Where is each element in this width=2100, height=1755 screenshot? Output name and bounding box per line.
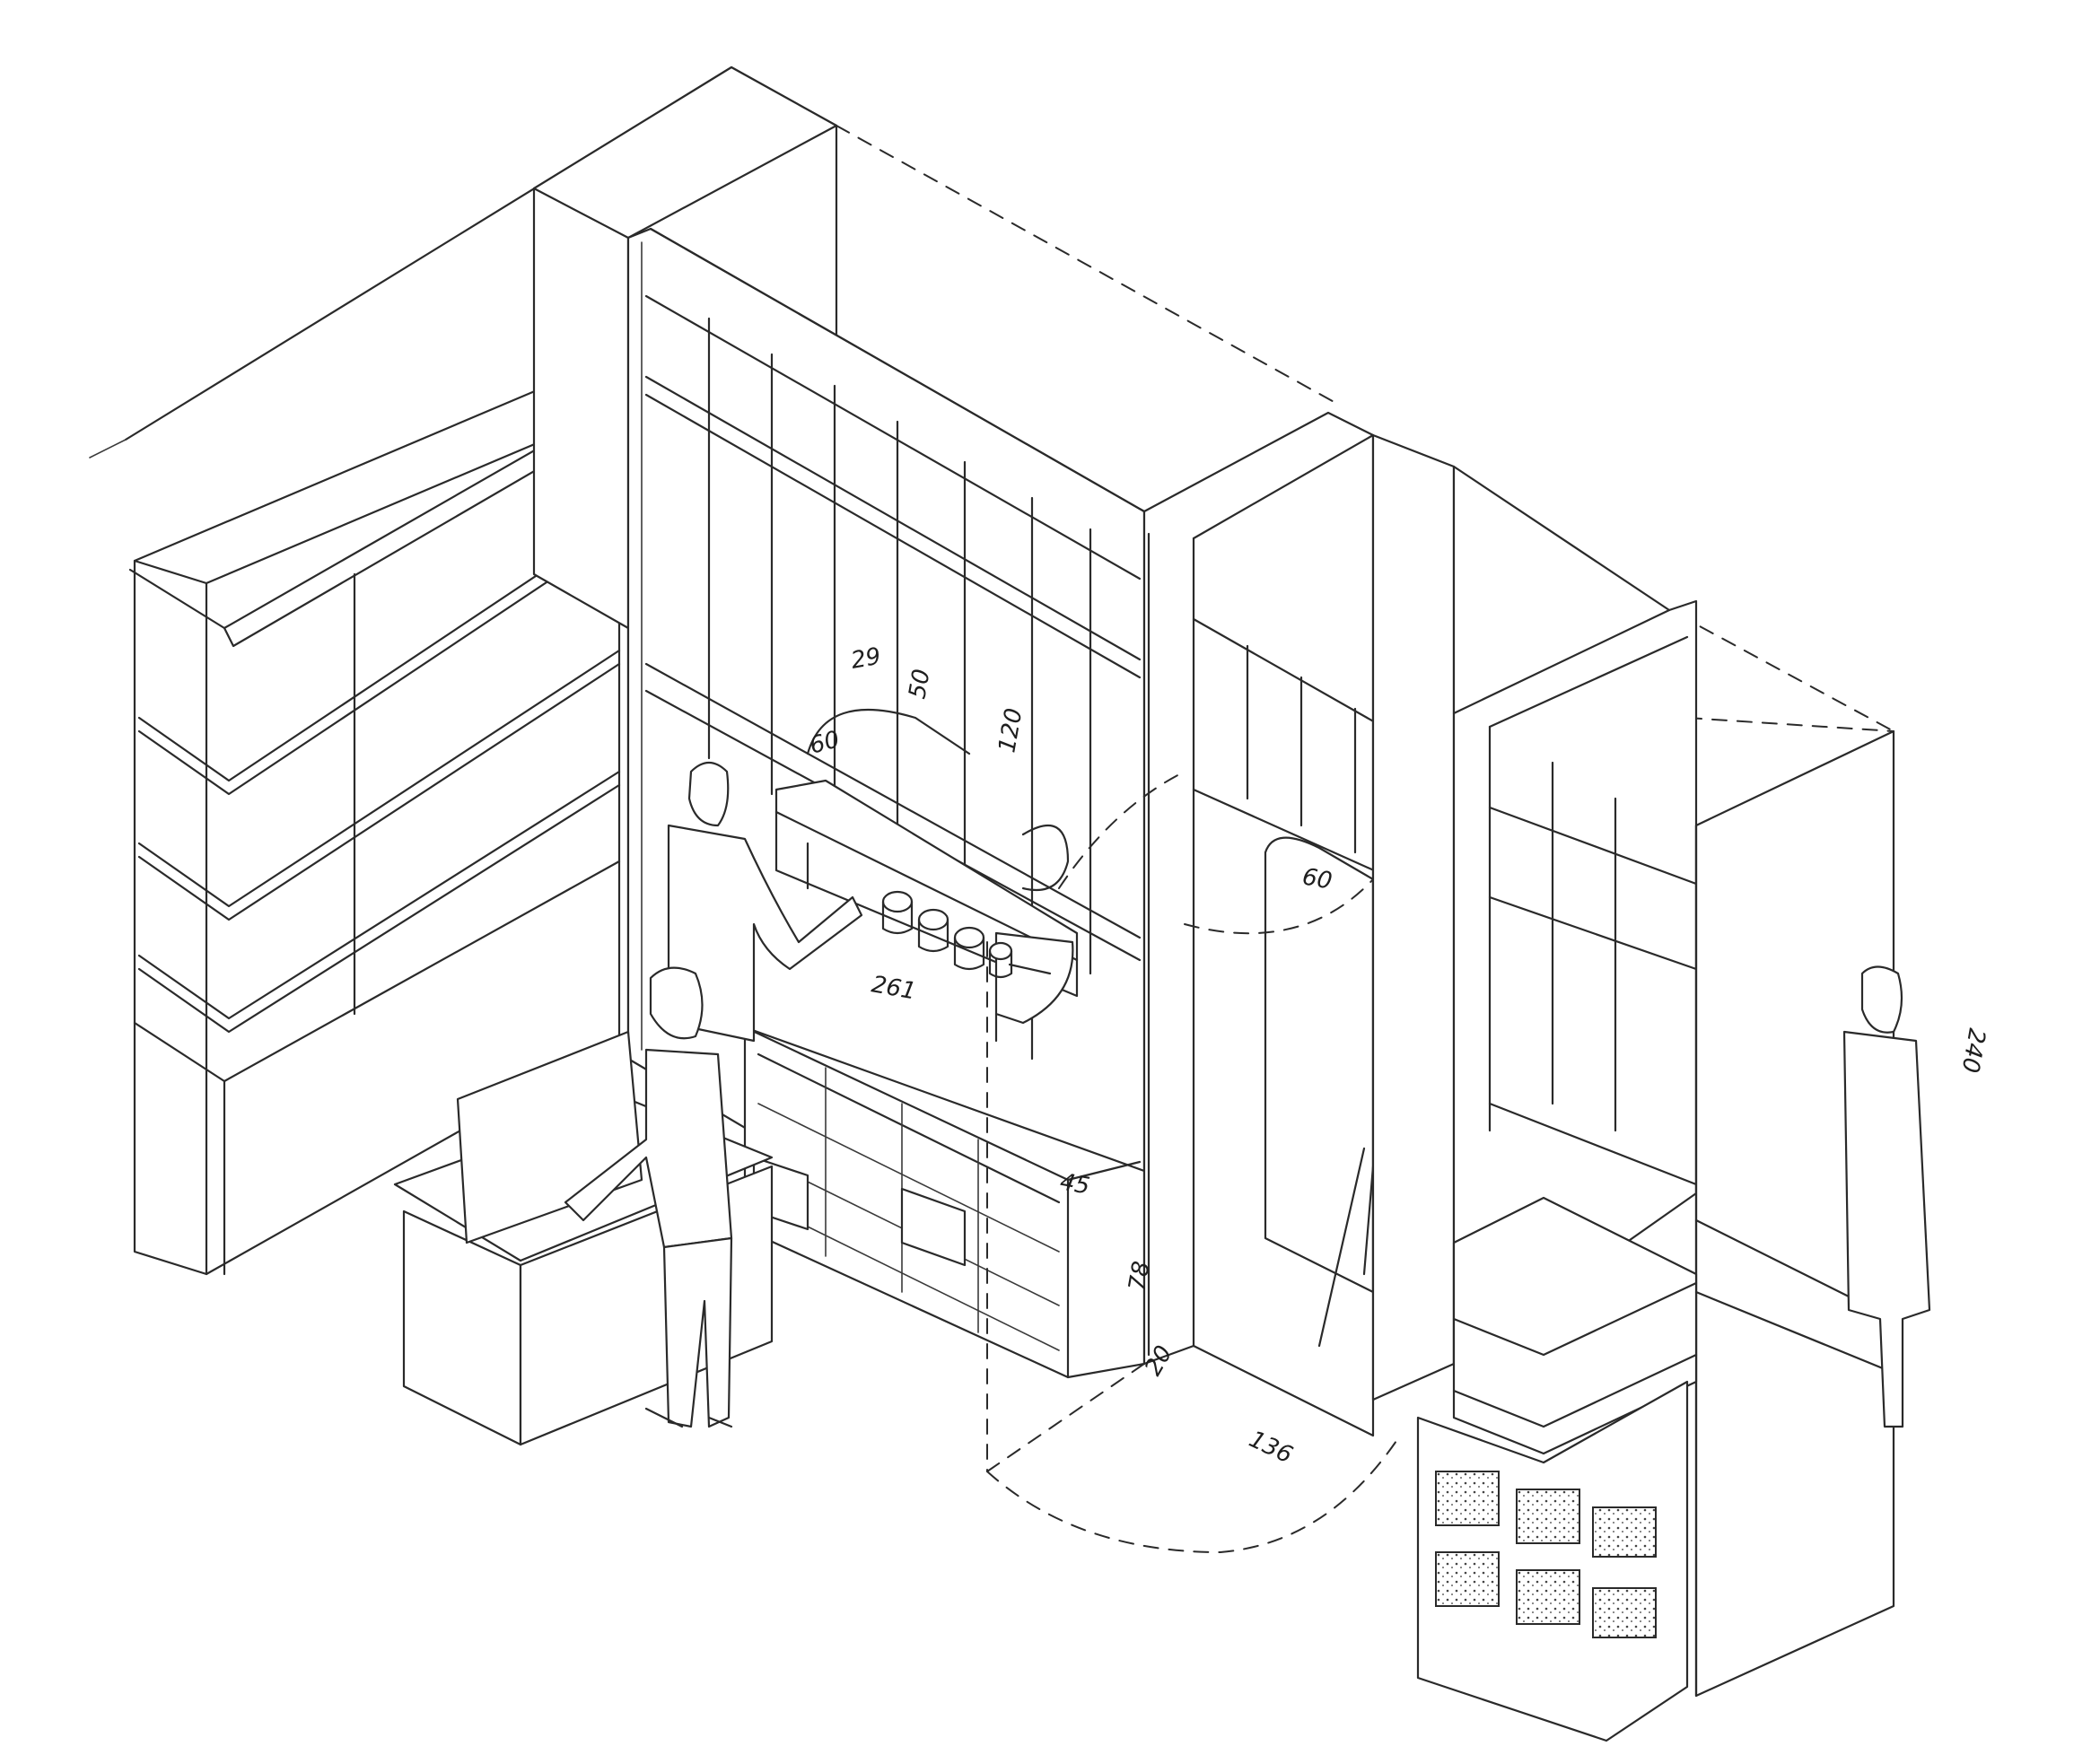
right-wall-section: [1371, 433, 1698, 1401]
person-standing-right: [1842, 965, 1931, 1428]
dim-label-45: 45: [1058, 1168, 1092, 1200]
dim-label-50: 50: [904, 667, 935, 701]
dashed-volume-outline: [836, 125, 1894, 732]
dim-label-60-door: 60: [1300, 863, 1334, 895]
hanging-shelf-with-jars: [774, 708, 1079, 1061]
person-at-shelf: [667, 761, 863, 1043]
right-display-shelves: [1416, 1196, 1895, 1742]
dim-label-29: 29: [849, 643, 883, 675]
left-shelving-unit: [128, 384, 626, 1276]
person-at-counter: [564, 966, 733, 1428]
dimension-labels: 29 50 120 60 60 261 45 78 20 136 240: [807, 643, 1991, 1470]
dim-label-136: 136: [1245, 1426, 1297, 1469]
dim-label-240: 240: [1956, 1026, 1990, 1075]
dim-label-78: 78: [1124, 1259, 1155, 1293]
dashed-floor-arcs: [986, 771, 1401, 1554]
right-tall-box: [1694, 729, 1895, 1698]
